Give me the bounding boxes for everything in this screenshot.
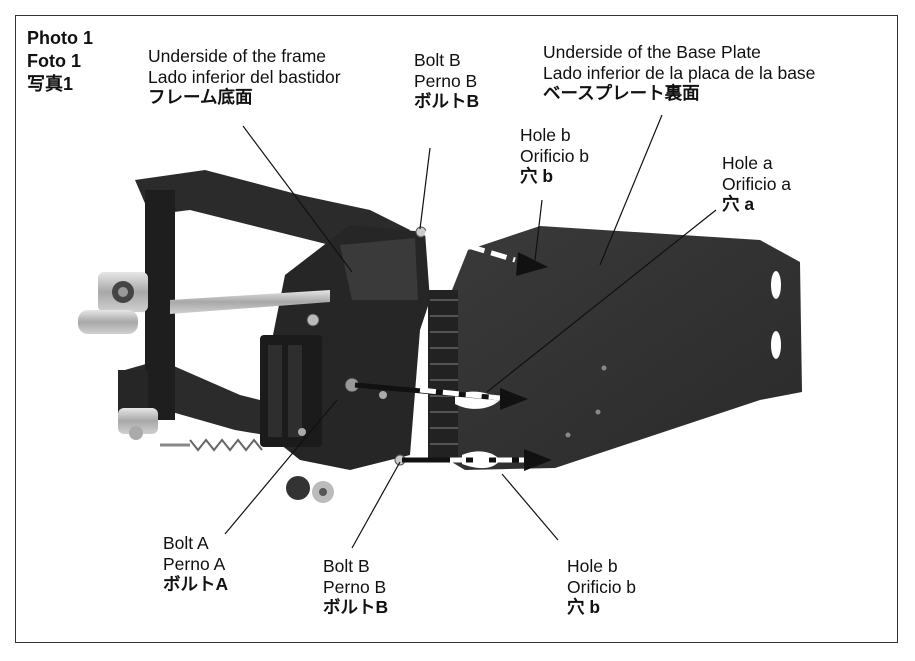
label-bolt-b-bottom: Bolt B Perno B ボルトB: [323, 556, 388, 618]
label-hole-b-top: Hole b Orificio b 穴 b: [520, 125, 589, 187]
label-text-jp: 穴 a: [722, 194, 755, 214]
label-text-en: Hole b: [520, 125, 571, 145]
label-text-en: Hole a: [722, 153, 773, 173]
label-text-en: Bolt B: [414, 50, 461, 70]
label-text-en: Hole b: [567, 556, 618, 576]
label-text-jp: ボルトB: [414, 91, 480, 111]
frame-assembly: [78, 170, 430, 503]
label-text-es: Perno A: [163, 553, 226, 574]
label-text-es: Orificio b: [520, 145, 590, 166]
label-text-es: Orificio a: [722, 173, 792, 194]
label-text-en: Bolt B: [323, 556, 370, 576]
label-text-jp: ボルトB: [323, 597, 389, 617]
label-text-jp: フレーム底面: [148, 87, 253, 107]
label-text-jp: 穴 b: [520, 166, 554, 186]
insertion-arrows: [354, 230, 552, 471]
label-hole-a: Hole a Orificio a 穴 a: [722, 153, 791, 215]
label-hole-b-bottom: Hole b Orificio b 穴 b: [567, 556, 636, 618]
label-base-plate-underside: Underside of the Base Plate Lado inferio…: [543, 42, 815, 104]
label-bolt-a: Bolt A Perno A ボルトA: [163, 533, 228, 595]
label-text-en: Bolt A: [163, 533, 209, 553]
photo-caption-jp: 写真1: [27, 74, 74, 94]
label-frame-underside: Underside of the frame Lado inferior del…: [148, 46, 341, 108]
label-text-es: Perno B: [323, 576, 387, 597]
label-text-jp: 穴 b: [567, 597, 601, 617]
photo-caption-es: Foto 1: [27, 51, 81, 71]
label-text-jp: ボルトA: [163, 574, 229, 594]
label-text-es: Lado inferior de la placa de la base: [543, 62, 816, 83]
label-text-es: Perno B: [414, 70, 478, 91]
label-text-jp: ベースプレート裏面: [543, 83, 700, 103]
label-bolt-b-top: Bolt B Perno B ボルトB: [414, 50, 479, 112]
base-plate: [428, 226, 802, 470]
photo-caption-en: Photo 1: [27, 28, 93, 48]
label-text-en: Underside of the Base Plate: [543, 42, 761, 62]
callout-lines: [224, 114, 717, 549]
label-text-es: Lado inferior del bastidor: [148, 66, 341, 87]
label-text-en: Underside of the frame: [148, 46, 327, 66]
photo-caption: Photo 1 Foto 1 写真1: [27, 27, 93, 96]
label-text-es: Orificio b: [567, 576, 637, 597]
